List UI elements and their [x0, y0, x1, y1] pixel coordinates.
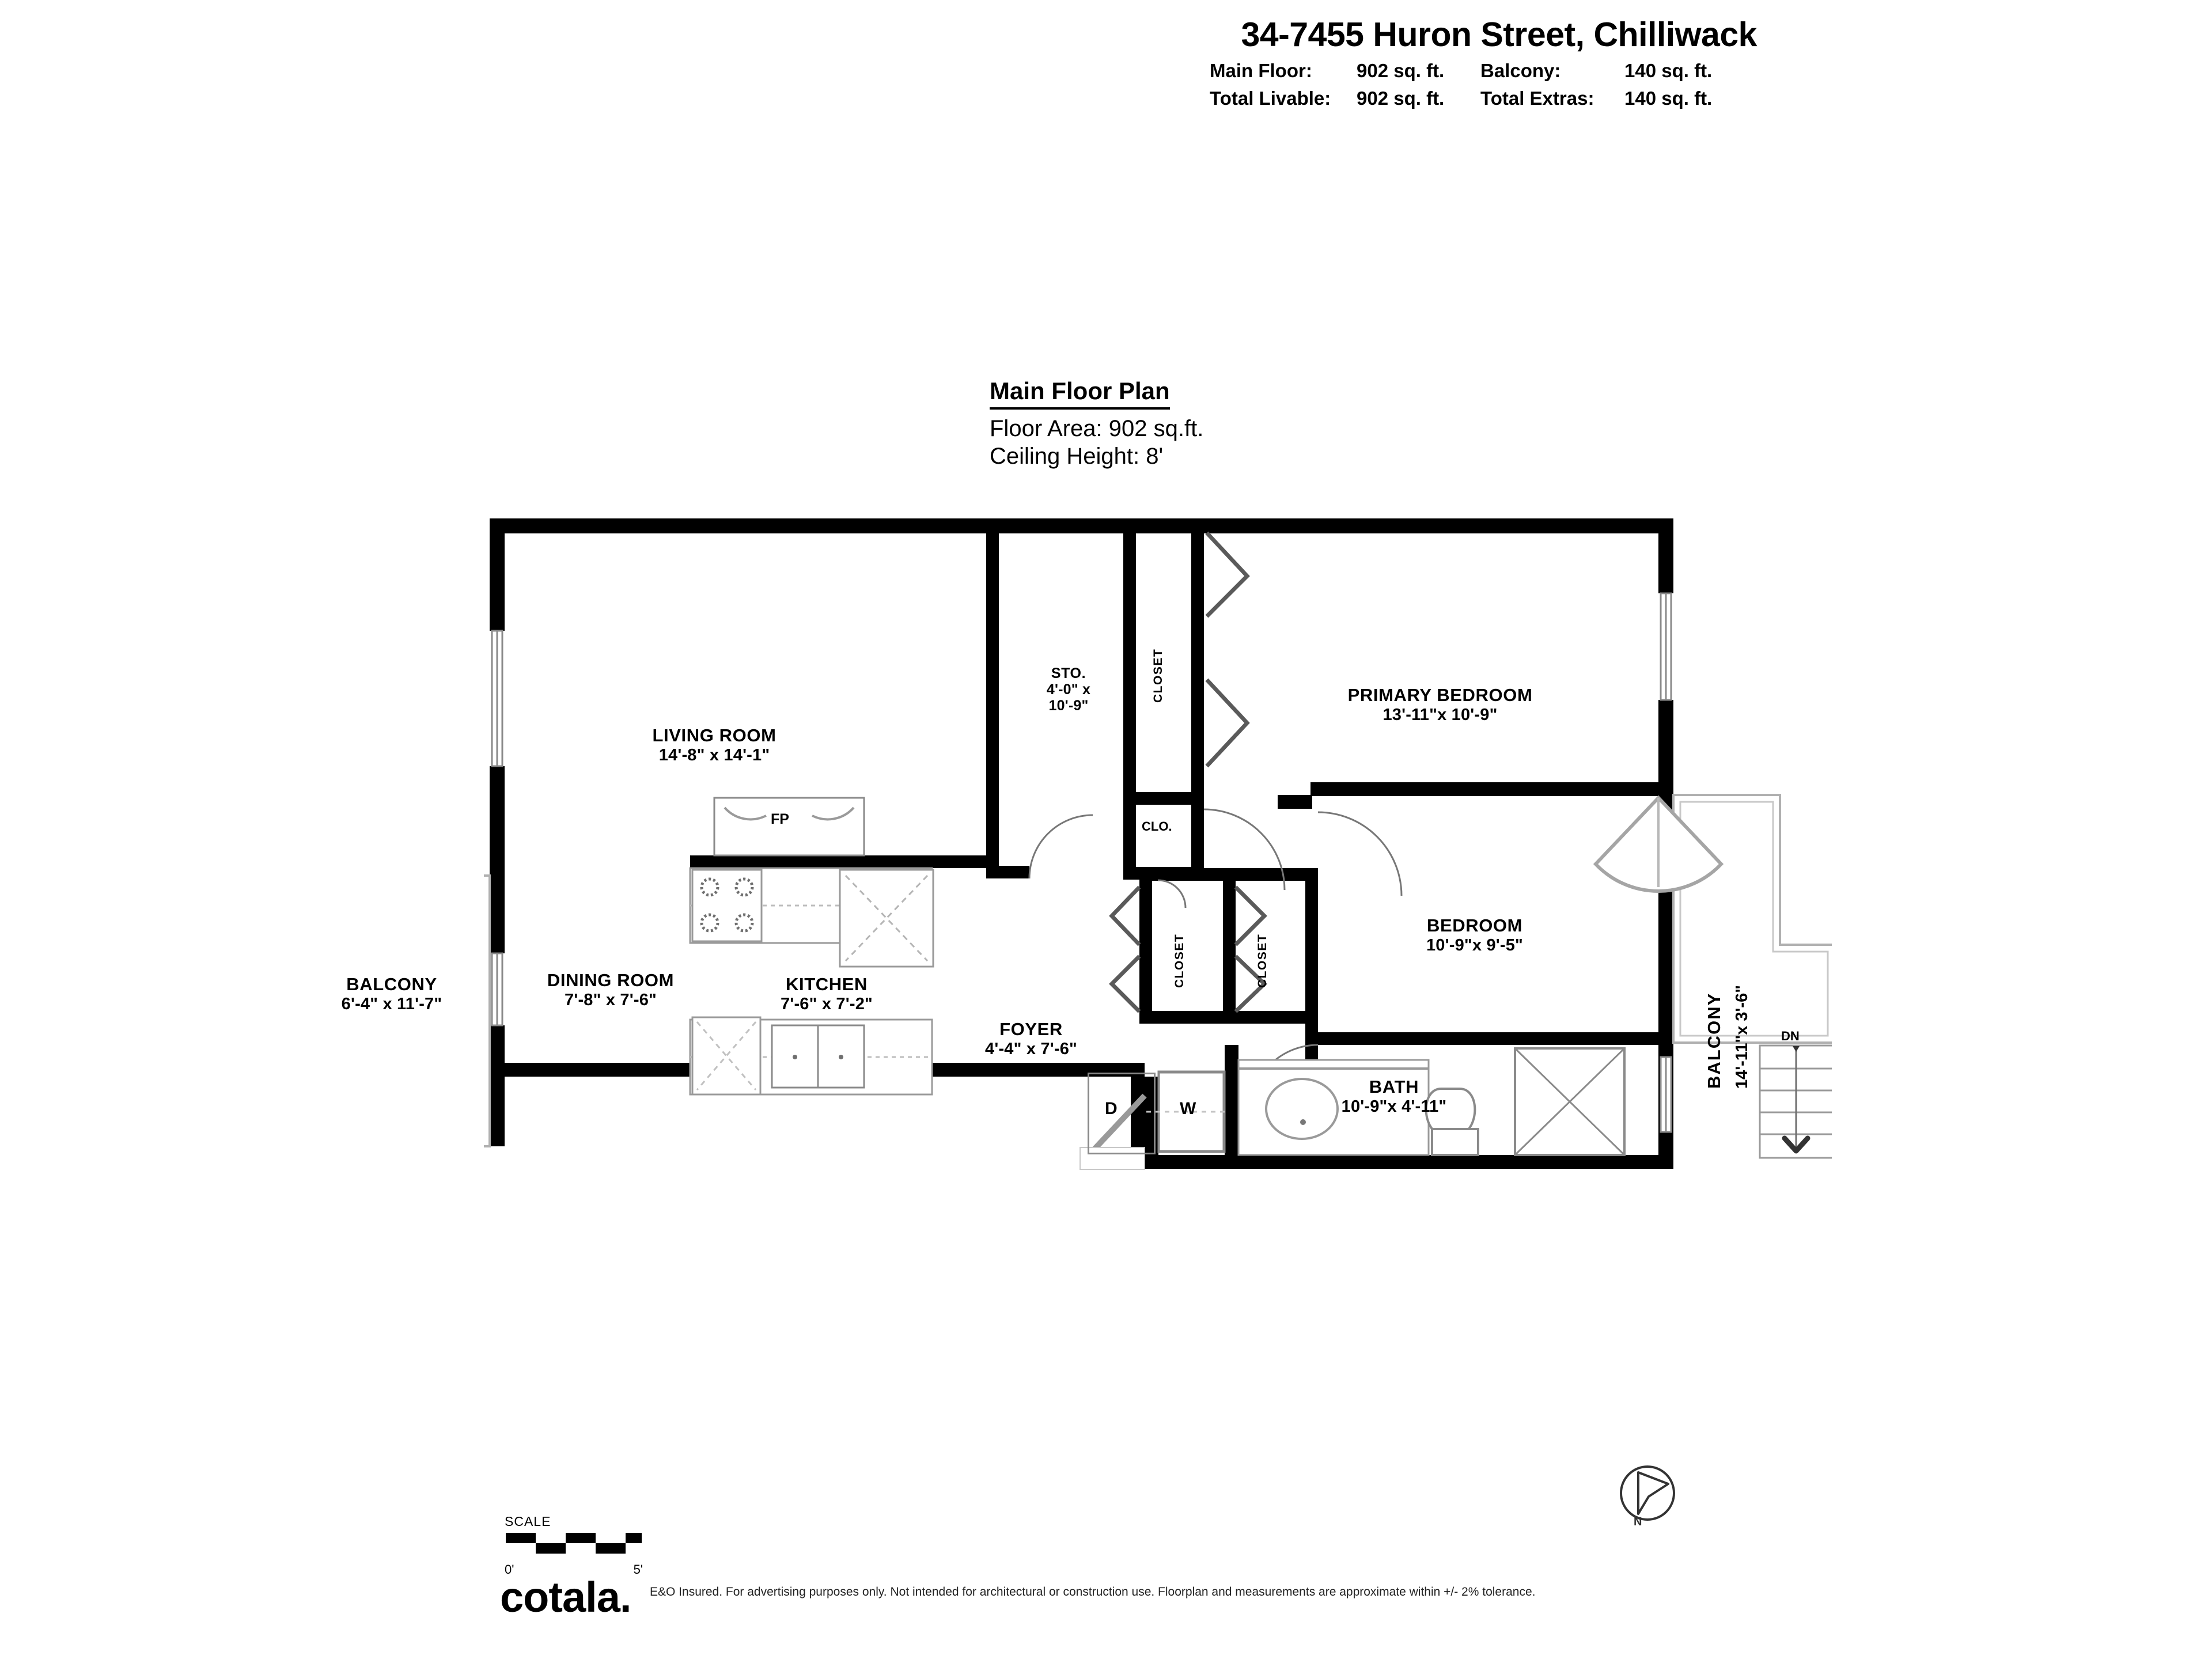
refrigerator [839, 869, 934, 968]
dryer-box [1088, 1073, 1156, 1154]
floorplan-drawing: LIVING ROOM 14'-8" x 14'-1" STO. 4'-0" x… [342, 507, 1832, 1233]
header: 34-7455 Huron Street, Chilliwack Main Fl… [1210, 16, 1758, 109]
total-extras-label: Total Extras: [1480, 87, 1594, 109]
scale-bar-block: SCALE 0' 5' [505, 1514, 643, 1577]
dishwasher [691, 1016, 762, 1096]
foyer-entry-door [1080, 1093, 1147, 1170]
toilet [1425, 1088, 1479, 1156]
total-extras-value: 140 sq. ft. [1624, 87, 1713, 109]
label-dryer: D [1105, 1099, 1118, 1118]
closet-bifold-doors [1205, 531, 1250, 768]
scale-numbers: 0' 5' [505, 1562, 643, 1577]
total-livable-value: 902 sq. ft. [1357, 87, 1445, 109]
floorplan-svg [484, 507, 1832, 1233]
mid-closet-bifold-doors [1109, 885, 1268, 1013]
north-arrow-compass: N [1613, 1461, 1684, 1532]
scale-zero: 0' [505, 1562, 514, 1577]
fireplace [713, 797, 865, 857]
stove [691, 869, 763, 942]
stairs-down [1759, 1044, 1832, 1159]
plan-floor-area: Floor Area: 902 sq.ft. [990, 416, 1204, 441]
room-label-balcony-left: BALCONY 6'-4" x 11'-7" [341, 974, 442, 1013]
header-row-main-floor: Main Floor: 902 sq. ft. Balcony: 140 sq. ft… [1210, 60, 1757, 82]
plan-ceiling-height: Ceiling Height: 8' [990, 444, 1164, 469]
bathtub [1514, 1047, 1626, 1156]
room-label-bath: BATH 10'-9"x 4'-11" [1341, 1077, 1447, 1116]
balcony-left [484, 874, 491, 1147]
balcony-value: 140 sq. ft. [1624, 59, 1713, 81]
interior-walls [690, 518, 1672, 1169]
plan-title-block: Main Floor Plan Floor Area: 902 sq.ft. C… [990, 377, 1203, 470]
brand-logo: cotala. [500, 1573, 631, 1621]
room-label-kitchen: KITCHEN 7'-6" x 7'-2" [781, 974, 873, 1013]
room-label-primary-bedroom: PRIMARY BEDROOM 13'-11"x 10'-9" [1347, 685, 1533, 724]
main-floor-value: 902 sq. ft. [1357, 59, 1445, 81]
label-washer: W [1180, 1099, 1196, 1118]
room-label-balcony-right-dims: 14'-11"x 3'-6" [1733, 985, 1751, 1089]
doors [1028, 808, 1403, 1170]
scale-label: SCALE [505, 1514, 551, 1529]
label-closet-hall-top: CLOSET [1152, 648, 1165, 703]
scale-bar-graphic [506, 1533, 642, 1554]
room-label-dining-room: DINING ROOM 7'-8" x 7'-6" [547, 970, 675, 1009]
label-closet-mid-right: CLOSET [1256, 933, 1269, 988]
scale-five: 5' [633, 1562, 643, 1577]
label-clo: CLO. [1142, 819, 1172, 834]
window-openings [491, 592, 1672, 1027]
kitchen-fixtures [689, 797, 934, 1096]
label-stairs-down: DN [1781, 1029, 1800, 1043]
header-row-total: Total Livable: 902 sq. ft. Total Extras: 14… [1210, 88, 1757, 109]
svg-text:N: N [1634, 1516, 1642, 1528]
label-closet-mid-left: CLOSET [1173, 933, 1186, 988]
total-livable-label: Total Livable: [1210, 87, 1331, 109]
kitchen-sink [771, 1024, 865, 1089]
room-label-foyer: FOYER 4'-4" x 7'-6" [985, 1019, 1077, 1058]
room-label-living-room: LIVING ROOM 14'-8" x 14'-1" [652, 725, 777, 764]
room-label-bedroom: BEDROOM 10'-9"x 9'-5" [1426, 915, 1524, 955]
compass-icon: N [1620, 1465, 1675, 1528]
balcony-door-fan [1593, 795, 1724, 893]
bath-fixtures [1237, 1047, 1672, 1156]
room-label-storage: STO. 4'-0" x 10'-9" [1046, 665, 1091, 714]
main-floor-label: Main Floor: [1210, 59, 1312, 81]
plan-heading: Main Floor Plan [990, 377, 1170, 410]
balcony-label: Balcony: [1480, 59, 1561, 81]
disclaimer-text: E&O Insured. For advertising purposes on… [650, 1585, 1536, 1599]
label-fireplace: FP [771, 811, 789, 827]
room-label-balcony-right: BALCONY [1704, 992, 1724, 1089]
page-title: 34-7455 Huron Street, Chilliwack [1241, 16, 1757, 54]
